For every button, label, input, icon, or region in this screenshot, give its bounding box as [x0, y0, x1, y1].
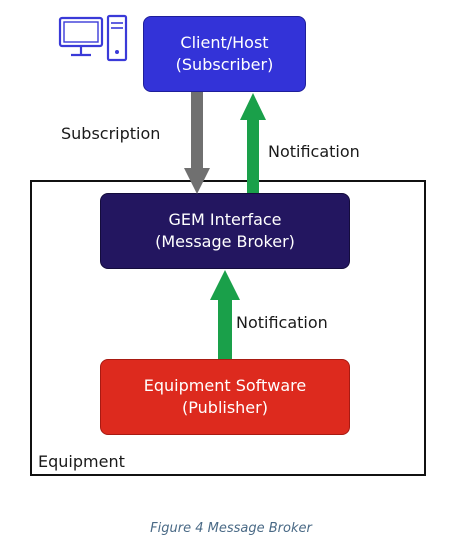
- equipment-software-title: Equipment Software: [143, 376, 307, 395]
- computer-icon: [58, 14, 128, 62]
- gem-interface-title: GEM Interface: [168, 210, 282, 229]
- figure-caption: Figure 4 Message Broker: [150, 521, 312, 536]
- subscription-arrow: [184, 92, 210, 194]
- gem-interface-box: GEM Interface (Message Broker): [100, 193, 350, 269]
- client-host-subtitle: (Subscriber): [175, 55, 274, 74]
- equipment-software-subtitle: (Publisher): [182, 398, 268, 417]
- notification-arrow-mid: [210, 270, 240, 359]
- subscription-label: Subscription: [61, 124, 161, 143]
- equipment-software-box: Equipment Software (Publisher): [100, 359, 350, 435]
- gem-interface-subtitle: (Message Broker): [155, 232, 295, 251]
- client-host-box: Client/Host (Subscriber): [143, 16, 306, 92]
- equipment-boundary: [30, 180, 426, 476]
- notification-label-top: Notification: [268, 142, 360, 161]
- notification-arrow-top: [240, 93, 266, 193]
- client-host-title: Client/Host: [180, 33, 269, 52]
- equipment-label: Equipment: [38, 452, 125, 471]
- notification-label-mid: Notification: [236, 313, 328, 332]
